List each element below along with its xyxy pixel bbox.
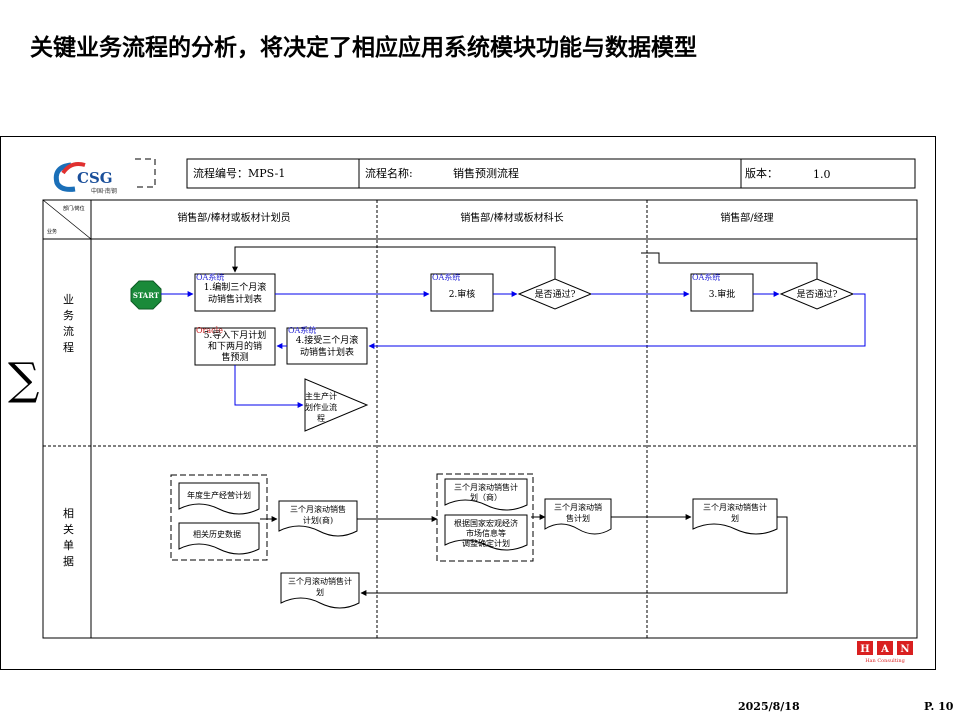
logo-sub: 中国·南钢 [91, 187, 117, 195]
csg-logo: CSG 中国·南钢 [53, 158, 156, 195]
svg-text:1.编制三个月滚: 1.编制三个月滚 [204, 281, 267, 293]
svg-text:3.审批: 3.审批 [709, 288, 736, 300]
svg-text:三个月滚动销售计: 三个月滚动销售计 [703, 502, 767, 512]
lane-row1-header: 业务流程 [63, 293, 74, 354]
svg-text:三个月滚动销售: 三个月滚动销售 [290, 504, 346, 514]
doc-annual-plan: 年度生产经营计划 [187, 490, 251, 500]
svg-text:N: N [900, 644, 909, 655]
svg-text:是否通过?: 是否通过? [535, 288, 576, 300]
svg-text:2.审核: 2.审核 [449, 288, 476, 300]
svg-text:售计划: 售计划 [566, 513, 590, 523]
version-value: 1.0 [813, 168, 831, 181]
svg-text:4.接受三个月滚: 4.接受三个月滚 [296, 334, 359, 346]
flow-lines: 否 否 是 是 [161, 245, 866, 596]
corner-biz: 业务 [47, 228, 57, 235]
version-label: 版本： [745, 166, 778, 180]
label-no-1: 否 [381, 245, 388, 253]
process-name: 销售预测流程 [453, 166, 519, 180]
svg-text:是否通过?: 是否通过? [797, 288, 838, 300]
process-name-label: 流程名称: [365, 166, 413, 180]
decision-2: 是否通过? [779, 278, 855, 310]
svg-text:5.导入下月计划: 5.导入下月计划 [204, 329, 267, 341]
svg-text:动销售计划表: 动销售计划表 [300, 346, 354, 358]
step-5-import-plan: Oracle 5.导入下月计划 和下两月的销 售预测 [194, 326, 276, 366]
step-2-tag: OA系统 [432, 272, 460, 282]
svg-text:计划(商): 计划(商) [303, 515, 333, 525]
svg-text:划: 划 [731, 513, 739, 523]
svg-text:程: 程 [317, 414, 325, 423]
swimlane-grid: 部门/岗位 业务 销售部/棒材或板材计划员 销售部/棒材或板材科长 销售部/经理… [42, 199, 918, 639]
doc-group-1: 年度生产经营计划 相关历史数据 [170, 474, 268, 561]
logo-text: CSG [77, 169, 113, 187]
flowchart-svg: CSG 中国·南钢 流程编号：MPS-1 流程名称: 销售预测流程 版本： 1.… [42, 158, 918, 664]
lane-col2-header: 销售部/棒材或板材科长 [460, 211, 563, 224]
svg-text:动销售计划表: 动销售计划表 [208, 293, 262, 305]
doc-plan-draft-1: 三个月滚动销售 计划(商) [278, 500, 358, 537]
svg-text:和下两月的销: 和下两月的销 [208, 340, 262, 352]
sigma-symbol: ∑ [8, 354, 40, 405]
start-node: START [130, 280, 162, 310]
svg-text:H: H [860, 644, 869, 655]
svg-text:A: A [880, 644, 889, 655]
corner-dept: 部门/岗位 [63, 205, 85, 212]
doc-plan-2: 三个月滚动销 售计划 [544, 498, 612, 535]
process-diagram: CSG 中国·南钢 流程编号：MPS-1 流程名称: 销售预测流程 版本： 1.… [0, 136, 936, 670]
svg-text:三个月滚动销售计: 三个月滚动销售计 [454, 482, 518, 492]
step-4-tag: OA系统 [288, 325, 316, 335]
svg-text:售预测: 售预测 [221, 351, 248, 363]
footer-page-number: P. 10 [924, 700, 954, 713]
step-4-receive-plan: OA系统 4.接受三个月滚 动销售计划表 [286, 325, 368, 365]
subprocess-master-schedule: 主生产计 划作业流 程 [304, 378, 369, 432]
step-5-tag: Oracle [196, 326, 223, 335]
svg-text:划: 划 [316, 587, 324, 597]
step-1-compile-plan: OA系统 1.编制三个月滚 动销售计划表 [194, 272, 276, 312]
lane-row2-header: 相关单据 [63, 507, 74, 568]
lane-col1-header: 销售部/棒材或板材计划员 [177, 211, 290, 224]
svg-text:三个月滚动销售计: 三个月滚动销售计 [288, 576, 352, 586]
slide-title: 关键业务流程的分析，将决定了相应应用系统模块功能与数据模型 [30, 35, 697, 61]
decision-1: 是否通过? [517, 278, 593, 310]
svg-text:市场信息等: 市场信息等 [466, 528, 506, 538]
footer-date: 2025/8/18 [738, 700, 800, 713]
han-logo: H A N Han Consulting [857, 641, 913, 664]
svg-text:三个月滚动销: 三个月滚动销 [554, 502, 602, 512]
svg-text:调整确定计划: 调整确定计划 [462, 538, 510, 548]
svg-text:START: START [133, 291, 160, 300]
step-1-tag: OA系统 [196, 272, 224, 282]
step-3-approve: OA系统 3.审批 [690, 272, 754, 312]
svg-text:划作业流: 划作业流 [305, 402, 337, 412]
doc-plan-final: 三个月滚动销售计 划 [280, 572, 360, 609]
header-table: 流程编号：MPS-1 流程名称: 销售预测流程 版本： 1.0 [186, 158, 916, 189]
svg-text:划（商）: 划（商） [470, 492, 502, 502]
step-2-review: OA系统 2.审核 [430, 272, 494, 312]
doc-group-2: 三个月滚动销售计 划（商） 根据国家宏观经济 市场信息等 调整确定计划 [436, 473, 534, 562]
lane-col3-header: 销售部/经理 [720, 211, 773, 224]
doc-plan-3: 三个月滚动销售计 划 [692, 498, 778, 535]
label-no-2: 否 [639, 259, 646, 267]
doc-history-data: 相关历史数据 [193, 529, 241, 539]
step-3-tag: OA系统 [692, 272, 720, 282]
svg-text:主生产计: 主生产计 [305, 391, 337, 401]
han-sub: Han Consulting [865, 658, 905, 664]
process-number: 流程编号：MPS-1 [193, 166, 285, 180]
svg-text:根据国家宏观经济: 根据国家宏观经济 [454, 518, 518, 528]
